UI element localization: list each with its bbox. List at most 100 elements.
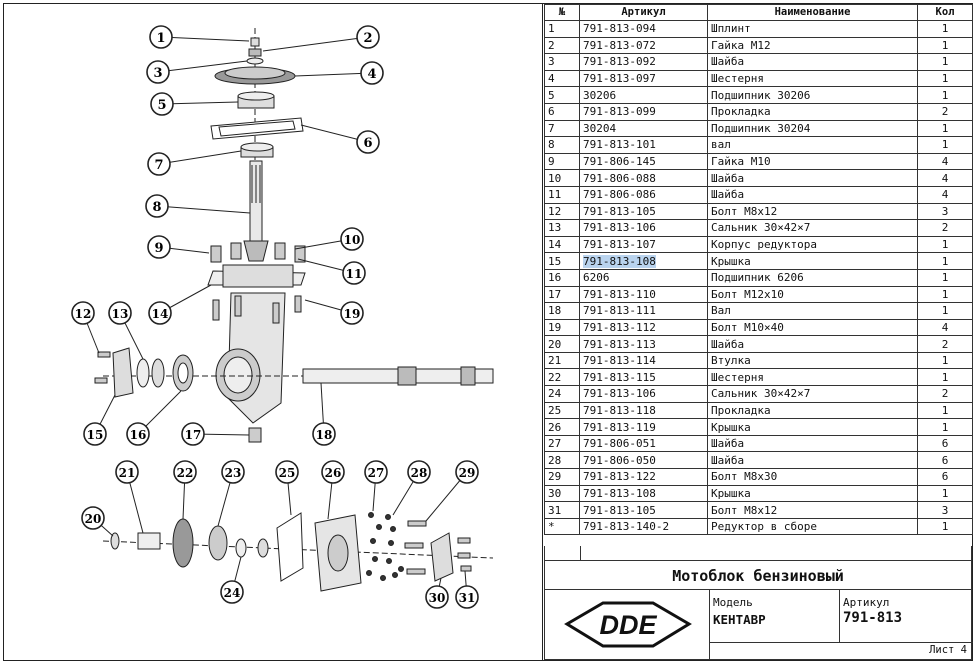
callout-number: 10 — [344, 233, 361, 247]
part-name-cell: Болт М8х12 — [707, 501, 918, 519]
part-name-cell: Сальник 30×42×7 — [707, 385, 918, 403]
callout-number: 22 — [177, 466, 194, 480]
part-name-cell: Шайба — [707, 451, 918, 470]
part-name-cell: Крышка — [707, 418, 918, 436]
model-label: Модель — [713, 596, 753, 609]
callout-number: 17 — [185, 428, 202, 442]
quantity-cell: 1 — [917, 351, 973, 370]
callout-balloon-15: 15 — [83, 422, 107, 446]
quantity-cell: 1 — [917, 20, 973, 38]
quantity-cell: 1 — [917, 368, 973, 387]
callout-number: 13 — [112, 307, 129, 321]
article-cell: 6206 — [579, 268, 708, 287]
part-number-cell: 20 — [544, 335, 580, 353]
part-name-cell: Крышка — [707, 252, 918, 270]
quantity-cell: 1 — [917, 252, 973, 270]
callout-number: 21 — [119, 466, 136, 480]
callout-number: 11 — [346, 267, 363, 281]
part-number-cell: 29 — [544, 468, 580, 486]
part-name-cell: вал — [707, 136, 918, 154]
title-block-details: DDE Модель КЕНТАВР Артикул 791-813 Лист … — [544, 590, 973, 660]
part-number-cell: 10 — [544, 169, 580, 187]
quantity-cell: 6 — [917, 434, 973, 453]
part-number-cell: 27 — [544, 434, 580, 453]
callout-balloon-20: 20 — [81, 506, 105, 530]
callout-number: 25 — [279, 466, 296, 480]
quantity-cell: 2 — [917, 335, 973, 353]
part-name-cell: Шестерня — [707, 368, 918, 387]
part-name-cell: Гайка М12 — [707, 36, 918, 55]
callout-balloon-30: 30 — [425, 585, 449, 609]
callout-number: 5 — [157, 98, 166, 113]
article-cell: 791-806-086 — [579, 185, 708, 204]
callout-number: 26 — [325, 466, 342, 480]
part-name-cell: Болт М8х12 — [707, 202, 918, 221]
callout-number: 7 — [154, 158, 163, 173]
quantity-cell: 1 — [917, 53, 973, 71]
article-cell: 791-806-050 — [579, 451, 708, 470]
quantity-cell: 1 — [917, 302, 973, 320]
quantity-cell: 1 — [917, 517, 973, 536]
selected-article-text[interactable]: 791-813-108 — [583, 254, 656, 268]
header-name: Наименование — [707, 4, 918, 21]
callout-balloon-6: 6 — [356, 130, 380, 154]
part-name-cell: Вал — [707, 302, 918, 320]
quantity-cell: 4 — [917, 185, 973, 204]
callout-number: 30 — [429, 591, 446, 605]
part-name-cell: Болт М12х10 — [707, 285, 918, 304]
part-number-cell: 26 — [544, 418, 580, 436]
callout-number: 19 — [344, 307, 361, 321]
callout-balloon-18: 18 — [312, 422, 336, 446]
callout-balloon-5: 5 — [150, 92, 174, 116]
callout-balloon-26: 26 — [321, 460, 345, 484]
article-cell: 791-813-112 — [579, 318, 708, 337]
article-cell: 791-813-106 — [579, 385, 708, 403]
article-cell: 791-813-106 — [579, 219, 708, 237]
callout-number: 15 — [87, 428, 104, 442]
dde-logo: DDE — [545, 590, 710, 659]
part-number-cell: 7 — [544, 119, 580, 138]
quantity-cell: 1 — [917, 119, 973, 138]
article-cell: 30204 — [579, 119, 708, 138]
quantity-cell: 1 — [917, 36, 973, 55]
part-number-cell: 13 — [544, 219, 580, 237]
title-block: Мотоблок бензиновый DDE Модель КЕНТАВР А… — [544, 546, 973, 660]
article-cell: 791-813-118 — [579, 401, 708, 420]
quantity-cell: 3 — [917, 501, 973, 519]
quantity-cell: 2 — [917, 102, 973, 121]
quantity-cell: 1 — [917, 484, 973, 503]
article-cell: 791-813-114 — [579, 351, 708, 370]
header-quantity: Кол — [917, 4, 973, 21]
article-cell: 791-806-051 — [579, 434, 708, 453]
callout-balloon-23: 23 — [221, 460, 245, 484]
article-cell: 791-813-092 — [579, 53, 708, 71]
part-name-cell: Шестерня — [707, 69, 918, 88]
callout-balloon-12: 12 — [71, 301, 95, 325]
callout-number: 3 — [153, 66, 162, 81]
callout-number: 2 — [363, 31, 372, 46]
callout-number: 31 — [459, 591, 476, 605]
part-number-cell: * — [544, 517, 580, 536]
article-cell: 791-806-145 — [579, 152, 708, 171]
part-name-cell: Втулка — [707, 351, 918, 370]
callout-balloon-16: 16 — [126, 422, 150, 446]
quantity-cell: 1 — [917, 235, 973, 254]
article-cell: 791-813-110 — [579, 285, 708, 304]
part-name-cell: Прокладка — [707, 102, 918, 121]
callout-number: 1 — [156, 31, 165, 46]
